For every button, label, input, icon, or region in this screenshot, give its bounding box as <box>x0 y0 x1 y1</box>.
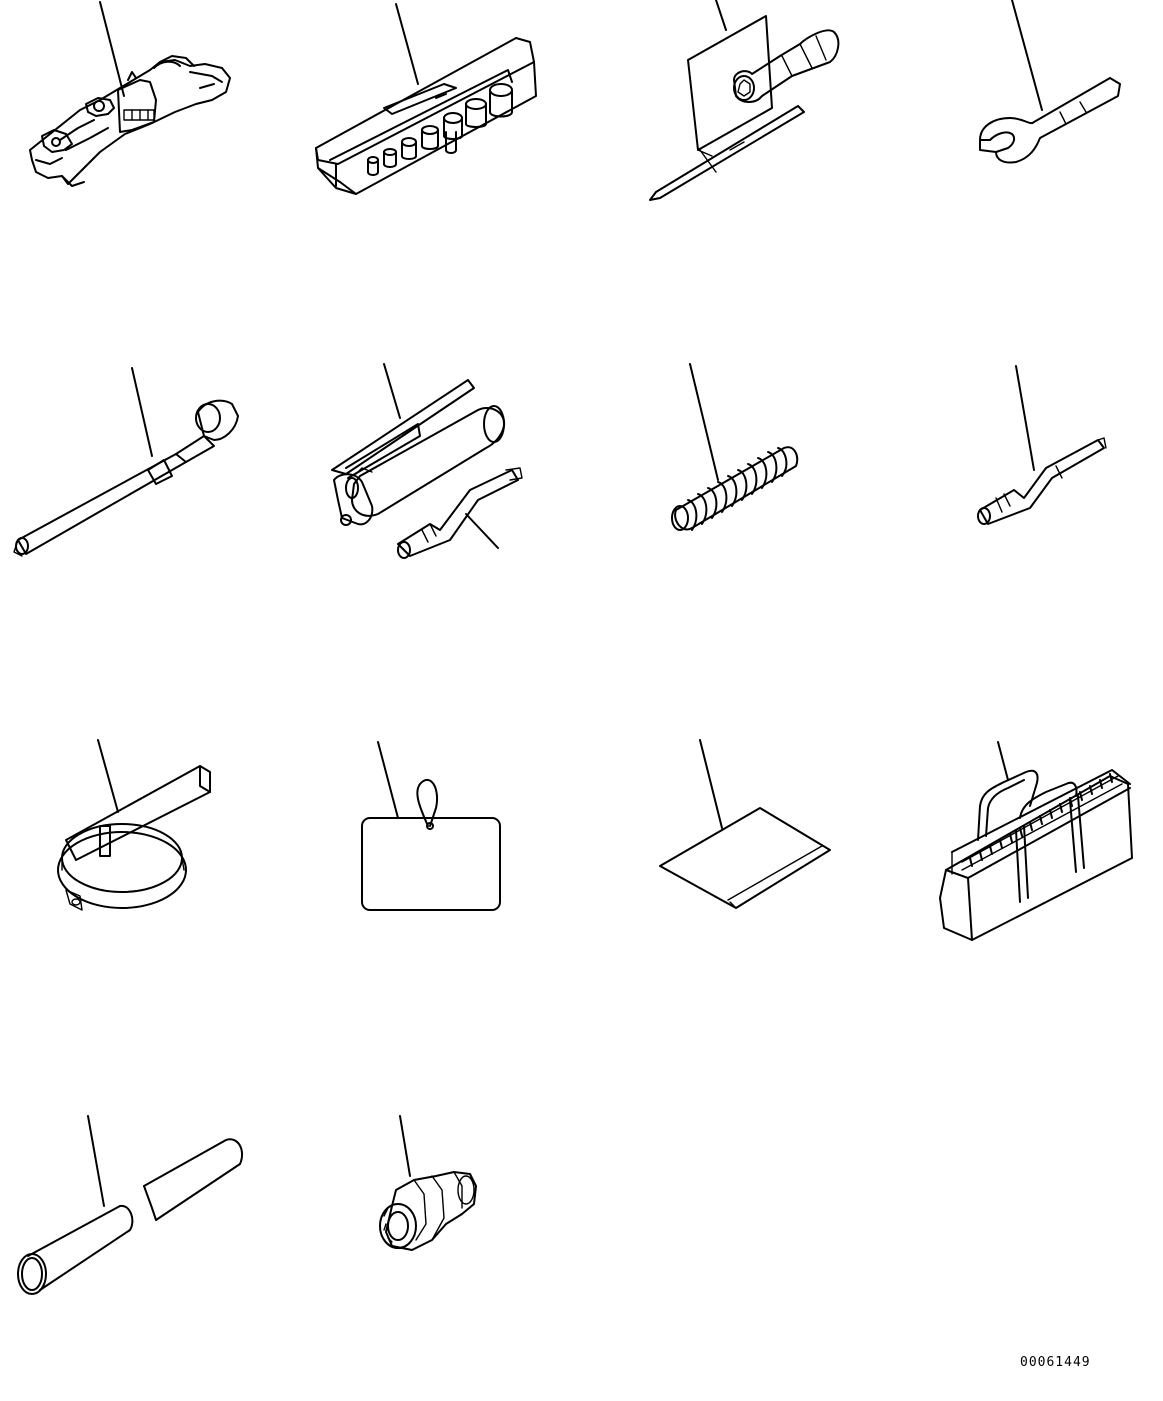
screwdriver-icon <box>649 0 840 201</box>
tag-plate-icon <box>361 741 501 911</box>
socket-set-case-icon <box>315 3 537 195</box>
grease-gun-icon <box>331 363 523 559</box>
open-end-wrench-icon <box>979 0 1121 164</box>
wrench-set-icon <box>29 1 231 187</box>
drawing-number: 00061449 <box>1020 1355 1091 1370</box>
pipe-extension-icon <box>17 1115 244 1295</box>
manual-sheet-icon <box>659 739 831 909</box>
filter-wrench-icon <box>57 739 211 911</box>
grease-hose-spring-icon <box>671 363 799 531</box>
tool-bag-icon <box>939 741 1133 941</box>
socket-wrench-bar-icon <box>13 367 239 557</box>
grease-nozzle-icon <box>977 365 1107 525</box>
nipple-fitting-icon <box>379 1115 477 1251</box>
